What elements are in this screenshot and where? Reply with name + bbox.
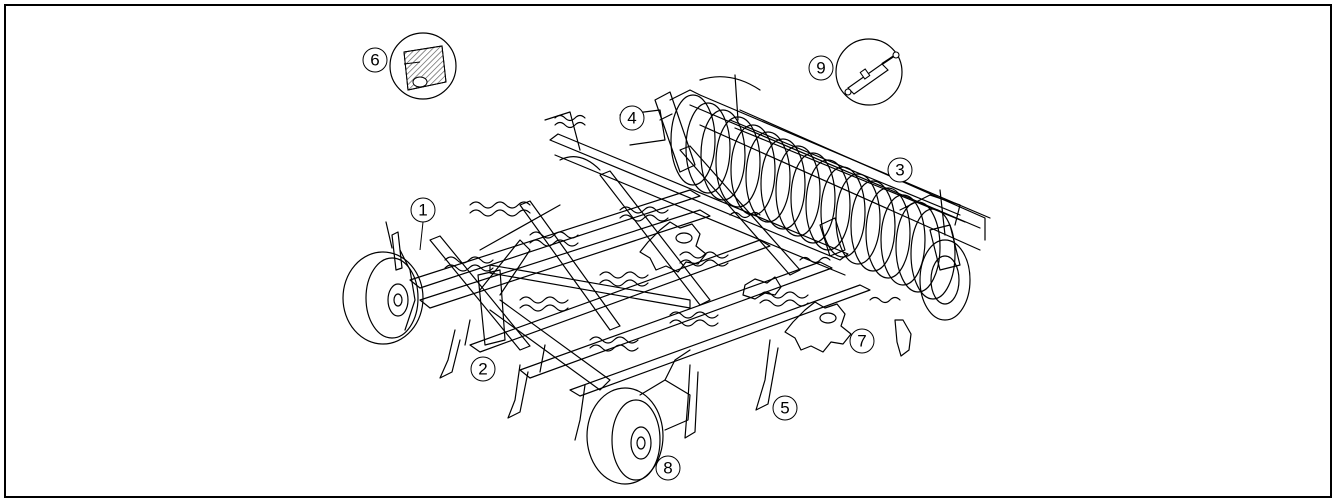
- callout-3: 3: [887, 157, 913, 183]
- callout-5: 5: [772, 395, 798, 421]
- rear-transport-wheel: [586, 349, 691, 485]
- disc-harrows: [639, 221, 912, 357]
- callout-label: 9: [816, 59, 825, 78]
- callout-label: 2: [478, 360, 487, 379]
- callout-label: 1: [418, 201, 427, 220]
- callout-6: 6: [362, 47, 388, 73]
- callout-label: 6: [370, 51, 379, 70]
- callout-label: 7: [857, 332, 866, 351]
- callout-label: 3: [895, 161, 904, 180]
- spring-tines: [444, 114, 901, 352]
- diagram-frame: [4, 4, 1332, 498]
- callout-label: 5: [780, 399, 789, 418]
- warning-sticker-inset: [389, 32, 457, 100]
- callout-4: 4: [619, 105, 645, 131]
- callout-8: 8: [655, 455, 681, 481]
- callout-label: 4: [627, 109, 636, 128]
- tine-shanks: [439, 319, 779, 441]
- rear-roller: [654, 74, 991, 321]
- callout-9: 9: [808, 55, 834, 81]
- callout-1: 1: [410, 197, 436, 251]
- callout-label: 8: [663, 459, 672, 478]
- main-frame: [409, 133, 871, 397]
- front-gauge-wheel: [342, 221, 424, 345]
- callout-7: 7: [849, 328, 875, 354]
- callout-2: 2: [470, 356, 496, 382]
- hydraulic-cylinder-inset: [835, 38, 903, 106]
